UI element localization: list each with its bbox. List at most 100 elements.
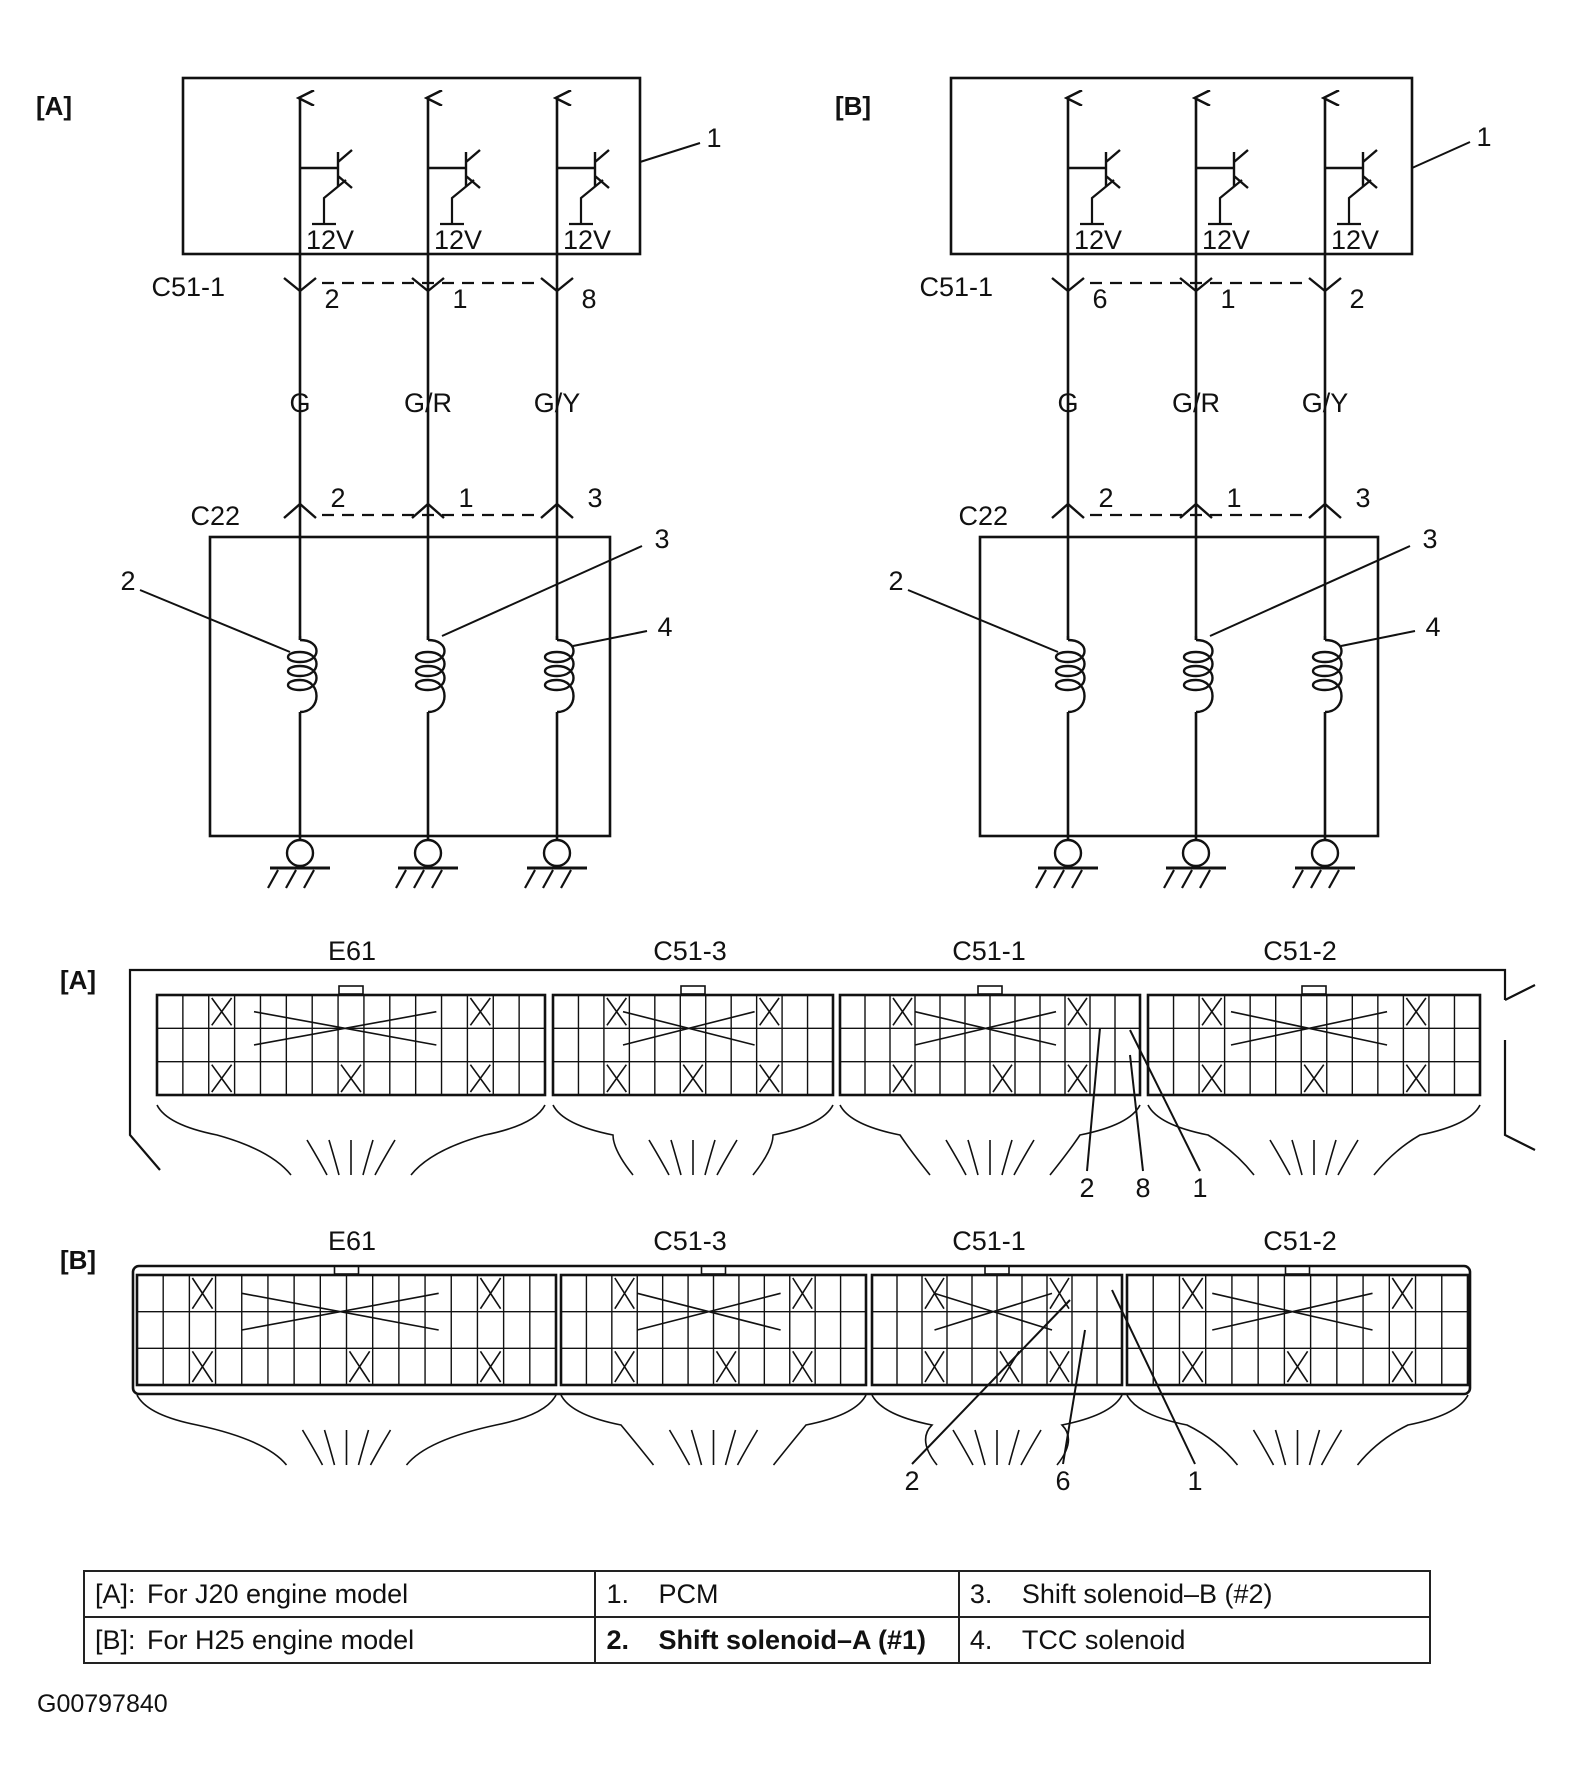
- harness-edge: [410, 1104, 546, 1176]
- solenoid-callout-number: 3: [654, 524, 669, 554]
- wire-harness: [839, 1104, 1141, 1176]
- transistor-emitter: [1208, 179, 1243, 226]
- connector-name: C51-3: [653, 1226, 727, 1256]
- connector-c51-3: C51-3: [551, 936, 835, 1176]
- legend-cell: 1.PCM: [594, 1570, 960, 1618]
- blank-pin-mark: [1201, 997, 1223, 1026]
- transistor-symbol: [557, 149, 610, 189]
- transistor-symbol: [1068, 149, 1121, 189]
- transistor-symbol: [1196, 149, 1249, 189]
- solenoid-callout-number: 4: [657, 612, 672, 642]
- wire-color-label: G/Y: [534, 388, 581, 418]
- c51-connector-label: C51-1: [919, 272, 993, 302]
- connector-c51-1: C51-1: [838, 936, 1142, 1176]
- wire-color-label: G/R: [404, 388, 452, 418]
- blank-pin-mark: [715, 1350, 737, 1383]
- connector-name: E61: [328, 1226, 376, 1256]
- ground-terminal: [1310, 838, 1340, 868]
- coil-windings: [414, 638, 446, 714]
- latch-tab: [680, 985, 706, 995]
- solenoid-callout-line: [139, 589, 291, 653]
- latch-tab: [1301, 985, 1327, 995]
- blank-pin-mark: [1067, 997, 1088, 1026]
- blank-pin-mark: [1303, 1064, 1325, 1093]
- connector-c51-2: C51-2: [1125, 1226, 1470, 1466]
- c22-pin-mark: [283, 502, 317, 519]
- connector-c51-1: C51-1: [870, 1226, 1124, 1466]
- c51-pin-mark: [1179, 277, 1213, 293]
- keyway-cross: [1230, 1010, 1388, 1046]
- transistor-emitter: [569, 179, 604, 226]
- transistor-emitter: [440, 179, 475, 226]
- harness-wire: [1020, 1429, 1042, 1466]
- c22-pin-mark: [1051, 502, 1085, 519]
- blank-pin-mark: [1391, 1350, 1414, 1383]
- harness-wire: [952, 1429, 974, 1466]
- pcm-box: [949, 76, 1414, 256]
- blank-pin-mark: [1181, 1277, 1204, 1310]
- pcm-callout-line: [639, 142, 701, 163]
- pin-callout-line: [1129, 1029, 1201, 1172]
- ground-hatch: [524, 869, 572, 889]
- blank-pin-mark: [614, 1277, 635, 1310]
- wire-color-label: G: [1057, 388, 1078, 418]
- legend-text: For J20 engine model: [147, 1578, 409, 1609]
- solenoid-callout-line: [907, 589, 1059, 653]
- connector-body: [551, 993, 835, 1097]
- solenoid-box: [208, 535, 612, 838]
- blank-pin-mark: [469, 997, 491, 1026]
- legend-key: 3.: [969, 1578, 993, 1609]
- wire-harness: [136, 1394, 557, 1466]
- wire-color-label: G: [289, 388, 310, 418]
- ground-hatch: [267, 869, 315, 889]
- pin-grid: [1148, 995, 1480, 1095]
- figure-id: G00797840: [37, 1690, 168, 1718]
- harness-wire: [369, 1429, 392, 1466]
- harness-edge: [871, 1394, 938, 1466]
- pin-grid: [553, 995, 833, 1095]
- coil-windings: [543, 638, 575, 714]
- harness-edge: [136, 1394, 288, 1466]
- pin-callout-number: 8: [1135, 1173, 1150, 1203]
- harness-wire: [323, 1429, 336, 1466]
- legend-cell: [B]: For H25 engine model: [82, 1616, 597, 1664]
- keyway-cross: [637, 1292, 781, 1331]
- solenoid-callout-number: 3: [1422, 524, 1437, 554]
- legend-text: TCC solenoid: [1021, 1624, 1186, 1655]
- blank-pin-mark: [479, 1277, 502, 1310]
- c51-pin-number: 1: [452, 284, 467, 314]
- harness-wire: [1252, 1429, 1275, 1466]
- transistor-emitter: [312, 179, 347, 226]
- wire-harness: [552, 1104, 834, 1176]
- voltage-label: 12V: [434, 225, 482, 255]
- c51-pin-number: 6: [1092, 284, 1107, 314]
- legend-key: [B]:: [95, 1624, 136, 1655]
- connector-name: C51-2: [1263, 936, 1337, 966]
- ground-terminal: [542, 838, 572, 868]
- blank-pin-mark: [1049, 1350, 1070, 1383]
- keyway-cross: [934, 1292, 1053, 1331]
- keyway-cross: [241, 1292, 439, 1331]
- solenoid-coil: [1054, 636, 1086, 714]
- blank-pin-mark: [758, 997, 780, 1026]
- legend-text: For H25 engine model: [147, 1624, 415, 1655]
- wire-harness: [1147, 1104, 1481, 1176]
- latch-tab: [338, 985, 364, 995]
- c51-pin-number: 8: [581, 284, 596, 314]
- connector-name: C51-1: [952, 936, 1026, 966]
- transistor-symbol: [300, 149, 353, 189]
- harness-wire: [648, 1139, 670, 1176]
- pin-callout-number: 2: [1079, 1173, 1094, 1203]
- harness-wire: [1320, 1429, 1343, 1466]
- blank-pin-mark: [191, 1277, 214, 1310]
- harness-edge: [560, 1394, 655, 1466]
- coil-windings: [1311, 638, 1343, 714]
- pin-grid: [840, 995, 1140, 1095]
- c22-pin-mark: [1179, 502, 1213, 519]
- solenoid-coil: [414, 636, 446, 714]
